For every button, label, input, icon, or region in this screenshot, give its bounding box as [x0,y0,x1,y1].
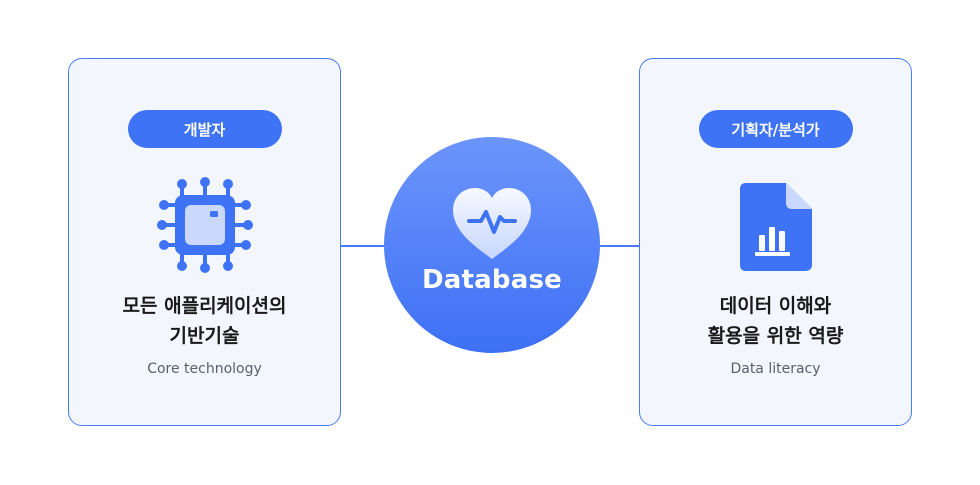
planner-analyst-badge: 기획자/분석가 [698,110,853,148]
planner-title-line1: 데이터 이해와 [719,295,832,317]
developer-badge: 개발자 [127,110,282,148]
planner-title-line2: 활용을 위한 역량 [707,325,844,347]
chip-icon [156,177,253,273]
left-connector-line [341,245,389,247]
developer-title-line2: 기반기술 [169,325,240,347]
developer-title: 모든 애플리케이션의 기반기술 [69,291,340,351]
database-hub: Database [384,137,600,353]
developer-card: 개발자 [68,58,341,426]
developer-title-line1: 모든 애플리케이션의 [122,295,287,317]
report-chart-icon [739,183,812,271]
right-connector-line [596,245,640,247]
database-label: Database [422,265,562,295]
heart-pulse-icon [453,188,531,259]
planner-subtitle: Data literacy [730,361,821,377]
developer-subtitle: Core technology [147,361,262,377]
planner-title: 데이터 이해와 활용을 위한 역량 [640,291,911,351]
planner-analyst-card: 기획자/분석가 데이터 이해와 활용을 위한 역량 Data literacy [639,58,912,426]
